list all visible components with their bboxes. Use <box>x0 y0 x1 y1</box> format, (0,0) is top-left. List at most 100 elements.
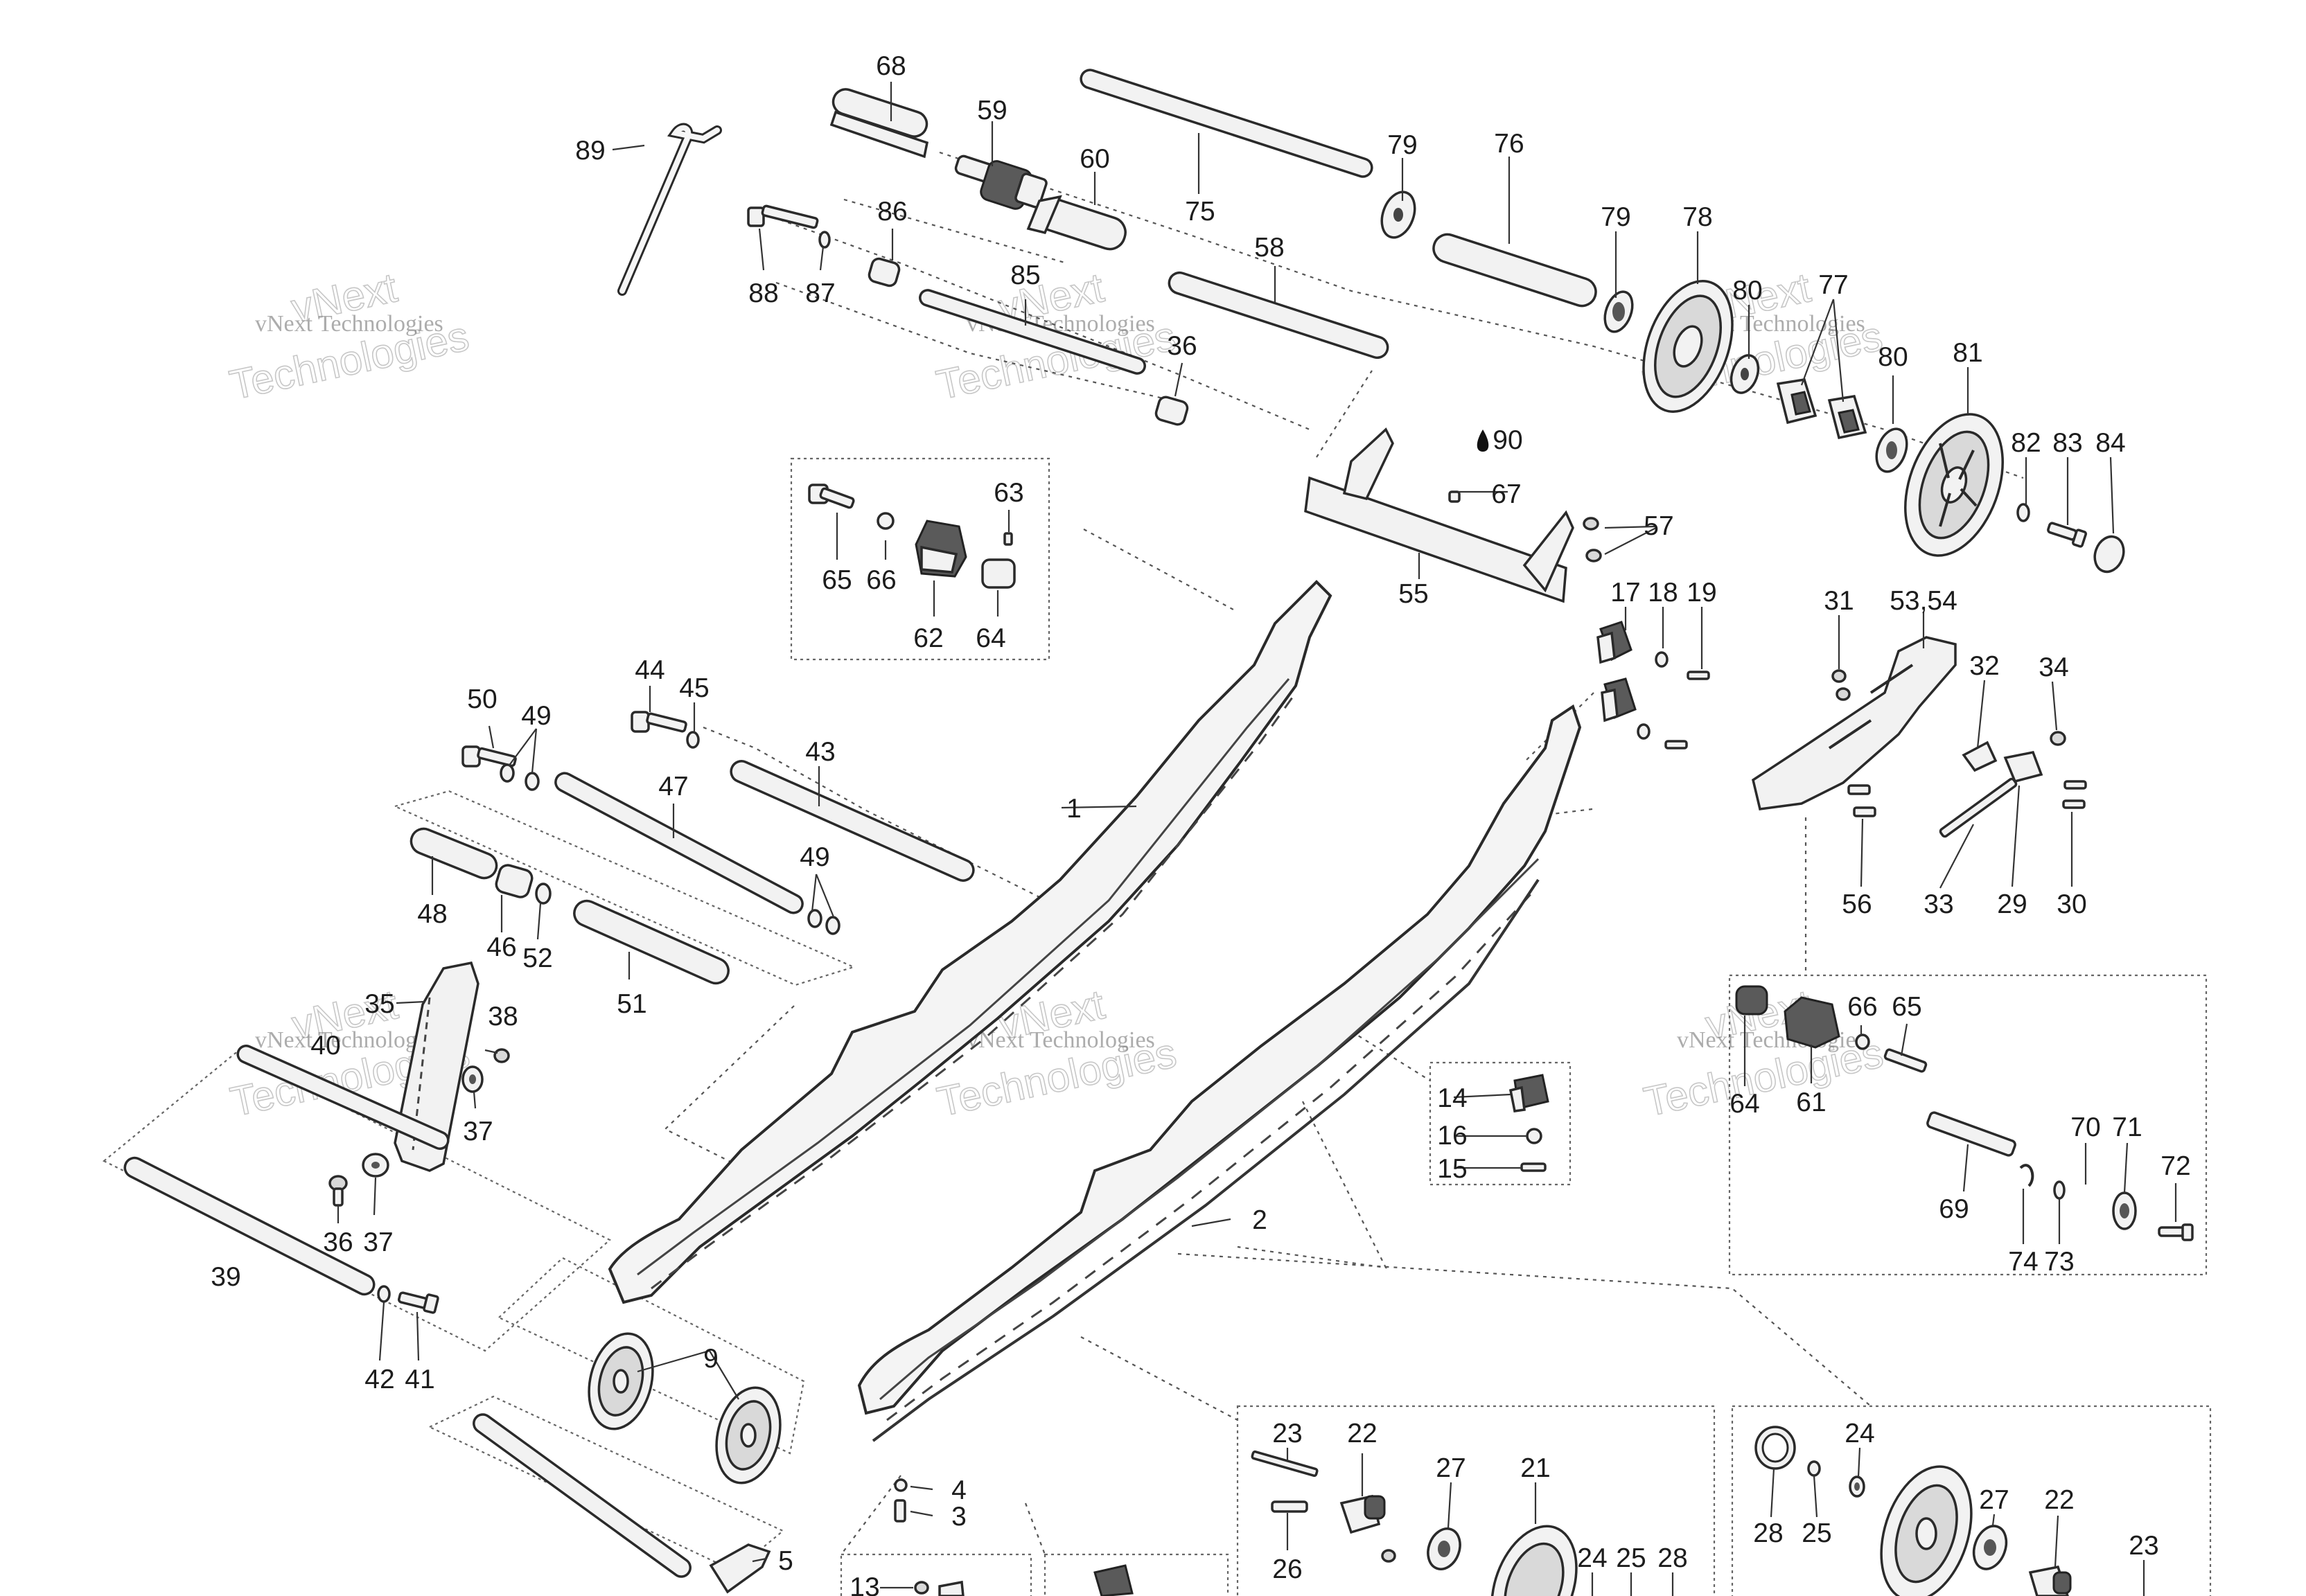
part-slider-bottom <box>1093 1564 1134 1596</box>
part-66-washer-box <box>1855 1034 1870 1050</box>
callout-86: 86 <box>877 197 907 227</box>
callout-27-right: 27 <box>1979 1485 2009 1515</box>
part-wheel-right <box>1880 1465 1973 1596</box>
part-72-bolt <box>2158 1223 2194 1241</box>
callout-64-detail: 64 <box>976 623 1005 653</box>
part-61-block <box>1784 996 1840 1049</box>
part-3-screw <box>894 1499 906 1523</box>
part-14-slider <box>1508 1074 1549 1112</box>
part-73-washer <box>2053 1180 2066 1200</box>
callout-77: 77 <box>1818 270 1848 300</box>
callout-37-bottom: 37 <box>363 1227 393 1257</box>
callout-88: 88 <box>748 278 778 308</box>
callout-13: 13 <box>850 1572 879 1596</box>
part-23-bolt-left <box>1251 1450 1319 1478</box>
part-4-washer <box>894 1478 908 1492</box>
watermark-small: vNext Technologies <box>967 1027 1155 1053</box>
part-69-shaft <box>1926 1111 2016 1157</box>
part-45-washer <box>686 731 700 749</box>
callout-23-left: 23 <box>1272 1419 1302 1448</box>
part-85-rod <box>919 289 1146 375</box>
part-46-bushing <box>495 864 534 898</box>
callout-18: 18 <box>1648 578 1678 608</box>
part-5-bracket <box>709 1543 771 1594</box>
part-67-fitting <box>1448 490 1461 503</box>
callout-84: 84 <box>2095 428 2125 458</box>
part-39-axle <box>123 1156 376 1296</box>
callout-44: 44 <box>635 655 664 685</box>
callout-32: 32 <box>1969 651 1999 681</box>
callout-60: 60 <box>1080 144 1109 174</box>
callout-1: 1 <box>1066 794 1082 824</box>
part-15-screw <box>1520 1162 1547 1172</box>
part-28-ring-right <box>1754 1426 1796 1470</box>
detail-box-bottom <box>1044 1553 1229 1596</box>
callout-75: 75 <box>1185 197 1215 227</box>
callout-59: 59 <box>977 96 1007 125</box>
part-53-54-bracket <box>1752 636 1957 810</box>
callout-53-54: 53,54 <box>1890 586 1957 616</box>
part-90-fluid <box>1477 429 1489 452</box>
part-76-axle <box>1432 233 1597 308</box>
part-68-tube <box>829 88 929 159</box>
detail-box-14-16 <box>1429 1061 1572 1186</box>
part-79-washer-right <box>1603 290 1634 333</box>
callout-22-left: 22 <box>1347 1419 1377 1448</box>
callout-70: 70 <box>2070 1112 2100 1142</box>
detail-box-35-42 <box>102 1052 611 1352</box>
callout-67: 67 <box>1491 479 1521 509</box>
part-49-washers-top <box>500 763 540 791</box>
part-47-rod <box>554 772 804 914</box>
callout-30: 30 <box>2057 889 2086 919</box>
part-24-bearing-right <box>1849 1475 1865 1498</box>
part-51-tube <box>573 899 730 985</box>
part-87-washer <box>818 231 831 249</box>
callout-22-right: 22 <box>2044 1485 2074 1515</box>
detail-box-22-28 <box>1731 1405 2212 1596</box>
callout-78: 78 <box>1682 202 1712 232</box>
part-48-tube <box>410 827 498 880</box>
callout-81: 81 <box>1953 338 1982 368</box>
part-42-washer <box>377 1285 391 1303</box>
callout-90: 90 <box>1493 425 1522 455</box>
callout-14: 14 <box>1437 1083 1467 1113</box>
part-33-bolt <box>1939 777 2018 838</box>
callout-62: 62 <box>913 623 943 653</box>
callout-66-box: 66 <box>1847 992 1877 1022</box>
part-64-bushing-detail <box>981 558 1016 589</box>
part-57-nuts <box>1583 517 1602 562</box>
callout-71: 71 <box>2112 1112 2142 1142</box>
part-1-rail <box>608 580 1332 1304</box>
callout-76: 76 <box>1494 129 1524 159</box>
callout-2: 2 <box>1252 1205 1267 1235</box>
callout-83: 83 <box>2052 428 2082 458</box>
callout-72: 72 <box>2160 1151 2190 1181</box>
watermark-small: vNext Technologies <box>255 311 443 337</box>
callout-28-right: 28 <box>1753 1518 1783 1548</box>
part-17-slider-blocks <box>1596 621 1637 722</box>
part-19-screws <box>1664 671 1710 750</box>
callout-31: 31 <box>1824 586 1854 616</box>
callout-38: 38 <box>488 1002 518 1031</box>
callout-57: 57 <box>1644 511 1673 541</box>
callout-19: 19 <box>1687 578 1716 608</box>
part-80-spacer-right <box>1875 427 1908 473</box>
detail-box-46-52 <box>392 790 856 986</box>
callout-80-top: 80 <box>1732 276 1762 305</box>
part-71-bearing <box>2112 1191 2137 1230</box>
callout-39: 39 <box>211 1262 240 1292</box>
callout-16: 16 <box>1437 1121 1467 1151</box>
callout-46: 46 <box>486 932 516 962</box>
part-84-cap <box>2093 535 2125 574</box>
part-82-washer <box>2016 503 2030 522</box>
part-27-washer-right <box>1972 1525 2008 1570</box>
callout-85: 85 <box>1010 260 1040 290</box>
callout-48: 48 <box>417 899 447 929</box>
part-60-sleeve <box>1026 195 1127 251</box>
detail-box-13 <box>840 1553 1032 1596</box>
part-2-rail <box>857 704 1582 1442</box>
callout-82: 82 <box>2011 428 2041 458</box>
part-41-bolt <box>397 1291 439 1314</box>
callout-36-bottom: 36 <box>323 1227 353 1257</box>
